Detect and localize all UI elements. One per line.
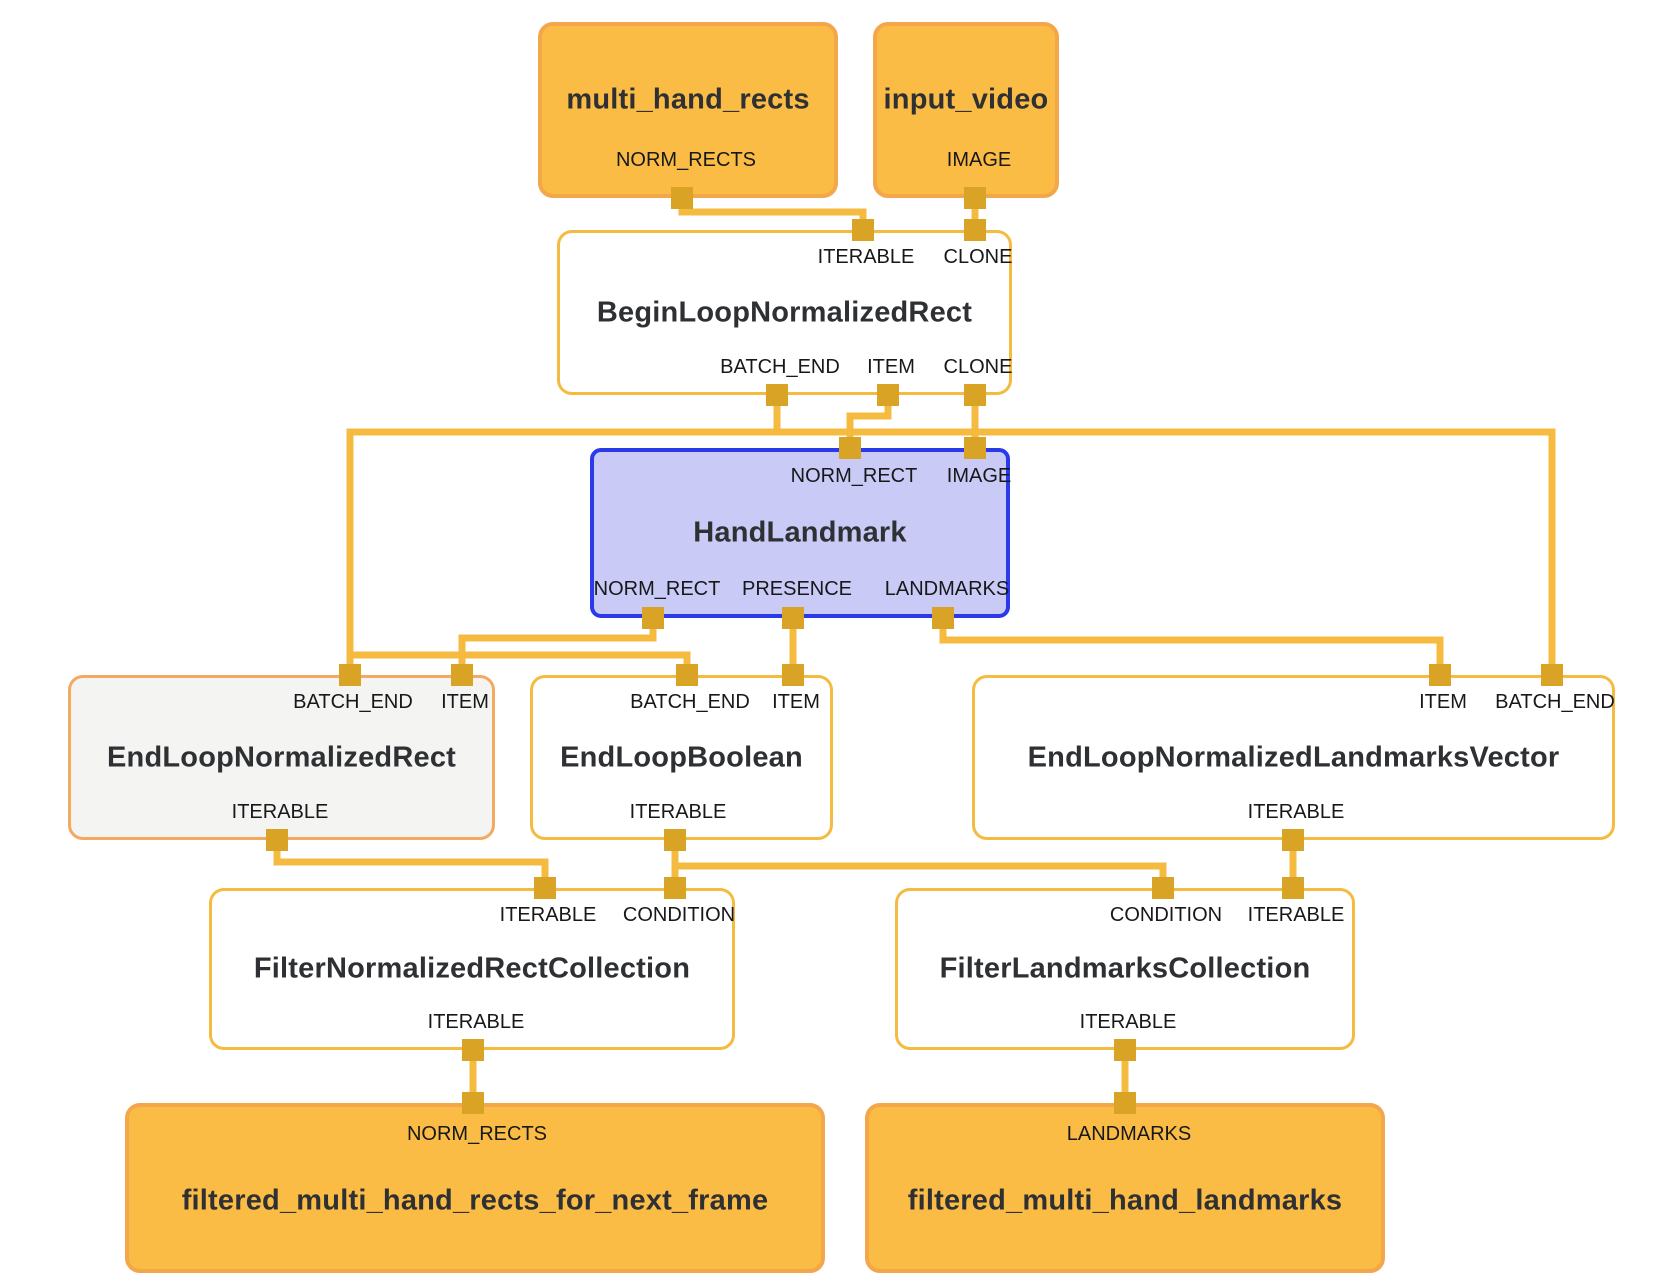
edge-EndLoopBoolean.ITERABLE-to-FilterLandmarksCollection.CONDITION — [671, 840, 1167, 888]
port-label-EndLoopNormalizedRect-ITERABLE: ITERABLE — [231, 801, 329, 823]
port-label-FilterNormalizedRectCollection-ITERABLE: ITERABLE — [499, 904, 597, 926]
edge-EndLoopNormalizedRect.ITERABLE-to-FilterNormalizedRectCollection.ITERABLE — [273, 840, 549, 888]
node-title-BeginLoopNormalizedRect: BeginLoopNormalizedRect — [596, 296, 973, 328]
node-title-input_video: input_video — [883, 83, 1049, 116]
port-label-HandLandmark-NORM_RECT: NORM_RECT — [790, 465, 918, 487]
edge-HandLandmark.LANDMARKS-to-EndLoopNormalizedLandmarksVector.ITEM — [939, 618, 1444, 675]
port-label-EndLoopBoolean-ITERABLE: ITERABLE — [629, 801, 727, 823]
port-label-BeginLoopNormalizedRect-ITEM: ITEM — [867, 356, 915, 378]
port-label-FilterLandmarksCollection-ITERABLE: ITERABLE — [1079, 1011, 1177, 1033]
port-label-multi_hand_rects-NORM_RECTS: NORM_RECTS — [615, 149, 757, 171]
port-label-filtered_multi_hand_landmarks-LANDMARKS: LANDMARKS — [1066, 1123, 1192, 1145]
port-label-EndLoopBoolean-BATCH_END: BATCH_END — [630, 691, 750, 713]
port-label-FilterLandmarksCollection-ITERABLE: ITERABLE — [1247, 904, 1345, 926]
port-label-FilterNormalizedRectCollection-ITERABLE: ITERABLE — [427, 1011, 525, 1033]
node-title-EndLoopNormalizedLandmarksVector: EndLoopNormalizedLandmarksVector — [1027, 741, 1560, 773]
node-EndLoopBoolean[interactable]: EndLoopBoolean BATCH_END ITEM ITERABLE — [530, 675, 833, 840]
edge-BeginLoopNormalizedRect.ITEM-to-HandLandmark.NORM_RECT — [846, 395, 892, 448]
node-BeginLoopNormalizedRect[interactable]: BeginLoopNormalizedRect ITERABLE CLONE BATC… — [557, 230, 1012, 395]
port-label-EndLoopNormalizedLandmarksVector-BATCH_END: BATCH_END — [1495, 691, 1615, 713]
node-title-EndLoopBoolean: EndLoopBoolean — [560, 741, 803, 773]
node-filtered_multi_hand_rects_for_next_frame[interactable]: filtered_multi_hand_rects_for_next_frame… — [125, 1103, 825, 1273]
node-FilterLandmarksCollection[interactable]: FilterLandmarksCollection CONDITION ITERAB… — [895, 888, 1355, 1050]
port-label-EndLoopNormalizedRect-ITEM: ITEM — [441, 691, 489, 713]
port-label-HandLandmark-LANDMARKS: LANDMARKS — [884, 578, 1010, 600]
node-title-filtered_multi_hand_landmarks: filtered_multi_hand_landmarks — [907, 1184, 1343, 1217]
port-label-HandLandmark-PRESENCE: PRESENCE — [741, 578, 853, 600]
port-label-input_video-IMAGE: IMAGE — [946, 149, 1012, 171]
node-title-FilterLandmarksCollection: FilterLandmarksCollection — [939, 952, 1311, 985]
port-label-EndLoopNormalizedLandmarksVector-ITEM: ITEM — [1419, 691, 1467, 713]
node-title-multi_hand_rects: multi_hand_rects — [566, 83, 810, 116]
node-filtered_multi_hand_landmarks[interactable]: filtered_multi_hand_landmarks LANDMARKS — [865, 1103, 1385, 1273]
port-label-EndLoopBoolean-ITEM: ITEM — [772, 691, 820, 713]
port-label-HandLandmark-NORM_RECT: NORM_RECT — [593, 578, 721, 600]
node-EndLoopNormalizedLandmarksVector[interactable]: EndLoopNormalizedLandmarksVector ITEM BATC… — [972, 675, 1615, 840]
node-title-HandLandmark: HandLandmark — [693, 516, 907, 549]
port-label-EndLoopNormalizedRect-BATCH_END: BATCH_END — [293, 691, 413, 713]
port-label-BeginLoopNormalizedRect-ITERABLE: ITERABLE — [817, 246, 915, 268]
node-title-filtered_multi_hand_rects_for_next_frame: filtered_multi_hand_rects_for_next_frame — [181, 1184, 769, 1217]
edge-multi_hand_rects.NORM_RECTS-to-BeginLoopNormalizedRect.ITERABLE — [678, 198, 867, 230]
node-EndLoopNormalizedRect[interactable]: EndLoopNormalizedRect BATCH_END ITEM ITERAB… — [68, 675, 495, 840]
port-label-BeginLoopNormalizedRect-CLONE: CLONE — [943, 356, 1013, 378]
node-title-EndLoopNormalizedRect: EndLoopNormalizedRect — [107, 741, 456, 773]
port-label-FilterLandmarksCollection-CONDITION: CONDITION — [1109, 904, 1223, 926]
port-label-FilterNormalizedRectCollection-CONDITION: CONDITION — [622, 904, 736, 926]
port-label-EndLoopNormalizedLandmarksVector-ITERABLE: ITERABLE — [1247, 801, 1345, 823]
port-label-filtered_multi_hand_rects_for_next_frame-NORM_RECTS: NORM_RECTS — [406, 1123, 548, 1145]
port-label-BeginLoopNormalizedRect-BATCH_END: BATCH_END — [720, 356, 840, 378]
edge-HandLandmark.NORM_RECT-to-EndLoopNormalizedRect.ITEM — [458, 618, 657, 675]
port-label-BeginLoopNormalizedRect-CLONE: CLONE — [943, 246, 1013, 268]
node-title-FilterNormalizedRectCollection: FilterNormalizedRectCollection — [253, 952, 691, 985]
port-label-HandLandmark-IMAGE: IMAGE — [946, 465, 1012, 487]
